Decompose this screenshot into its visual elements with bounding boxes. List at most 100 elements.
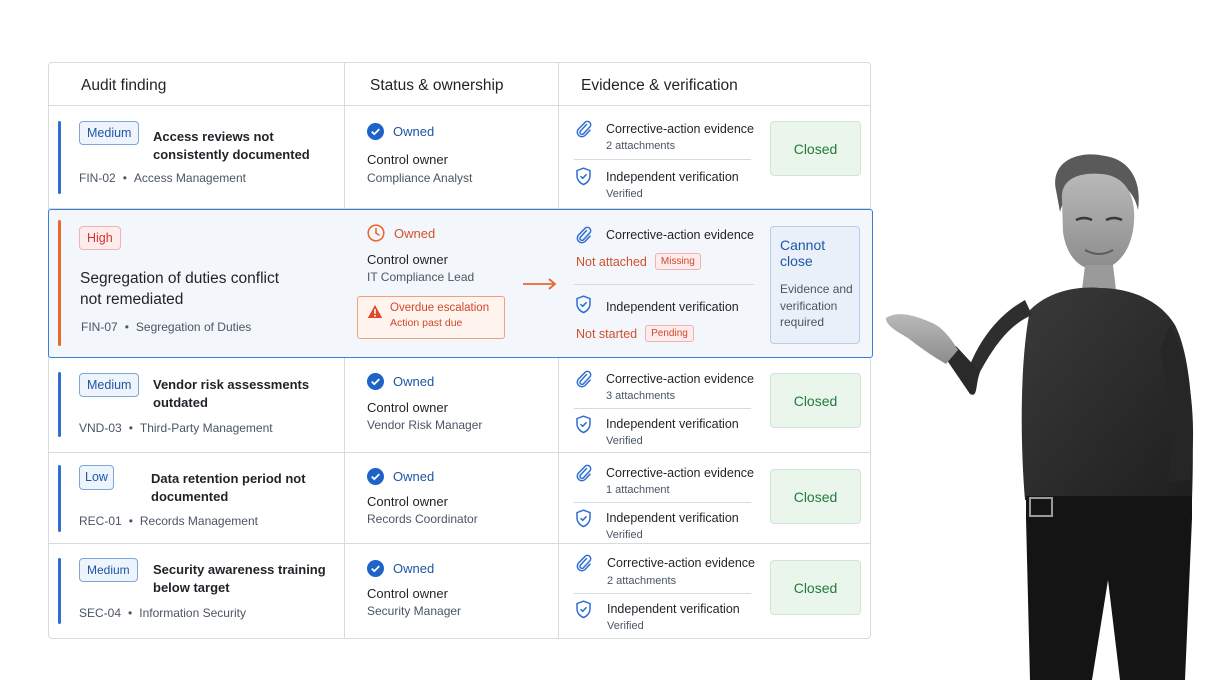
divider [574,593,751,594]
finding-title: Security awareness training below target [153,562,326,595]
table-row[interactable]: Medium Access reviews not consistently d… [49,106,870,209]
control-owner-value: Records Coordinator [367,512,478,526]
owned-status: Owned [367,373,434,390]
header-audit-finding: Audit finding [81,77,167,94]
table-row[interactable]: Low Data retention period not documented… [49,453,870,544]
row-accent-bar [58,558,61,624]
evidence-state-text: Not attached [576,254,647,269]
paperclip-icon [576,370,592,388]
finding-meta: REC-01•Records Management [79,514,258,528]
finding-title: Access reviews not consistently document… [153,129,310,162]
escalation-title: Overdue escalation [390,302,490,314]
verification-status: Verified [607,620,644,632]
closed-status-button[interactable]: Closed [770,560,861,615]
presenter-photo [886,154,1194,680]
closed-status-button[interactable]: Closed [770,121,861,176]
shield-check-icon [576,600,591,619]
control-owner-value: IT Compliance Lead [367,270,475,284]
owned-status: Owned [367,468,434,485]
evidence-attachments[interactable]: 3 attachments [606,390,676,402]
evidence-cell: Corrective-action evidence 2 attachments… [559,544,872,640]
control-owner-value: Security Manager [367,604,462,618]
owned-status: Owned [367,123,434,140]
table-row[interactable]: Medium Security awareness training below… [49,544,870,640]
status-cell: Owned Control owner Vendor Risk Manager [345,358,558,452]
table-header: Audit finding Status & ownership Evidenc… [49,63,870,106]
closed-status-button[interactable]: Closed [770,469,861,524]
evidence-title: Corrective-action evidence [606,228,754,242]
row-accent-bar [58,121,61,194]
evidence-attachments[interactable]: 2 attachments [606,140,676,152]
owned-label: Owned [393,561,435,576]
header-status-ownership: Status & ownership [370,77,504,94]
severity-badge: Medium [79,558,138,582]
table-row[interactable]: Medium Vendor risk assessments outdated … [49,358,870,453]
shield-check-icon [576,509,591,528]
paperclip-icon [576,226,592,244]
owned-label: Owned [393,124,435,139]
divider [574,159,751,160]
verification-status: Verified [606,188,643,200]
check-circle-icon [367,560,384,577]
control-owner-label: Control owner [367,586,448,601]
cannot-close-title: Cannot close [780,237,826,269]
owned-label: Owned [394,225,436,241]
owned-label: Owned [393,469,435,484]
escalation-subtitle: Action past due [390,317,463,329]
severity-badge: Medium [79,373,140,397]
verification-title: Independent verification [606,300,739,314]
divider [574,408,751,409]
row-accent-bar [58,372,61,437]
control-owner-label: Control owner [367,494,448,509]
finding-area: Third-Party Management [139,421,273,435]
control-owner-value: Vendor Risk Manager [367,418,483,432]
paperclip-icon [576,554,592,572]
severity-badge: High [79,226,121,250]
finding-area: Access Management [133,171,246,185]
warning-triangle-icon [367,305,383,318]
status-cell: Owned Control owner Compliance Analyst [345,106,558,208]
finding-area: Segregation of Duties [135,320,252,334]
verification-title: Independent verification [606,417,739,431]
evidence-cell: Corrective-action evidence 2 attachments… [559,106,872,208]
evidence-cell: Corrective-action evidence 1 attachment … [559,453,872,543]
row-accent-bar [58,465,61,532]
evidence-attachments[interactable]: 2 attachments [607,575,677,587]
pending-tag: Pending [645,325,694,342]
shield-check-icon [576,167,591,186]
divider [574,284,754,285]
owned-status: Owned [367,224,435,242]
verification-title: Independent verification [606,170,739,184]
check-circle-icon [367,468,384,485]
owned-status: Owned [367,560,434,577]
check-circle-icon [367,373,384,390]
finding-id: FIN-07 [81,320,118,334]
verification-title: Independent verification [607,602,740,616]
finding-title: Segregation of duties conflict not remed… [80,270,280,308]
shield-check-icon [576,295,591,314]
verification-status: Verified [606,435,643,447]
evidence-title: Corrective-action evidence [606,122,754,136]
paperclip-icon [576,120,592,138]
status-cell: Owned Control owner IT Compliance Lead O… [345,210,558,357]
evidence-title: Corrective-action evidence [606,466,754,480]
finding-area: Records Management [139,514,258,528]
verification-title: Independent verification [606,511,739,525]
audit-findings-table: Audit finding Status & ownership Evidenc… [48,62,873,640]
overdue-escalation-alert[interactable]: Overdue escalation Action past due [357,296,505,339]
control-owner-label: Control owner [367,252,448,267]
closed-status-button[interactable]: Closed [770,373,861,428]
evidence-attachments[interactable]: 1 attachment [606,484,670,496]
divider [574,502,751,503]
row-accent-bar [58,220,61,346]
paperclip-icon [576,464,592,482]
cannot-close-status[interactable]: Cannot close Evidence and verification r… [770,226,860,344]
header-evidence-verification: Evidence & verification [581,77,738,94]
verification-status: Verified [606,529,643,541]
control-owner-label: Control owner [367,400,448,415]
evidence-cell: Corrective-action evidence 3 attachments… [559,358,872,452]
table-row-highlighted[interactable]: High Segregation of duties conflict not … [48,209,873,358]
cannot-close-note: Evidence and verification required [780,282,853,329]
